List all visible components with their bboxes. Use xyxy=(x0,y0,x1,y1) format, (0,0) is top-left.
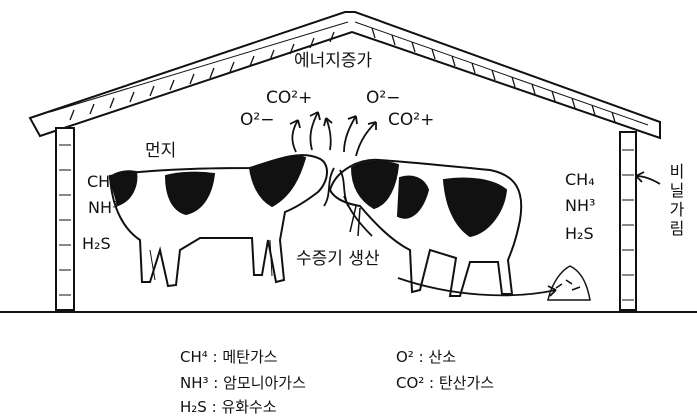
vinyl-curtain-char: 가 xyxy=(668,200,686,219)
vinyl-curtain-label: 비 닐 가 림 xyxy=(668,162,686,238)
vinyl-curtain-char: 림 xyxy=(668,219,686,238)
right-ch4-label: CH₄ xyxy=(565,170,595,189)
roof xyxy=(30,12,660,138)
left-co2-label: CO²+ xyxy=(266,88,312,108)
left-cow xyxy=(110,155,327,286)
right-h2s-label: H₂S xyxy=(565,224,594,243)
legend-co2: CO² : 탄산가스 xyxy=(396,372,494,393)
legend-o2: O² : 산소 xyxy=(396,346,456,367)
right-cow xyxy=(330,160,521,296)
vinyl-curtain-char: 닐 xyxy=(668,181,686,200)
right-o2-label: O²− xyxy=(366,88,400,108)
left-ch4-label: CH₄ xyxy=(87,172,117,191)
right-nh3-label: NH³ xyxy=(565,196,595,215)
left-h2s-label: H₂S xyxy=(82,234,111,253)
steam-production-label: 수증기 생산 xyxy=(296,244,380,269)
left-wall xyxy=(56,128,74,310)
legend-nh3: NH³ : 암모니아가스 xyxy=(180,372,306,393)
right-co2-label: CO²+ xyxy=(388,110,434,130)
legend-ch4: CH⁴ : 메탄가스 xyxy=(180,346,278,367)
vinyl-curtain-char: 비 xyxy=(668,162,686,181)
energy-increase-label: 에너지증가 xyxy=(294,46,372,71)
manure-pile xyxy=(548,266,590,300)
left-o2-label: O²− xyxy=(240,110,274,130)
right-wall xyxy=(620,132,636,310)
legend-h2s: H₂S : 유화수소 xyxy=(180,396,277,417)
dust-label: 먼지 xyxy=(145,136,176,161)
left-nh3-label: NH³ xyxy=(88,198,118,217)
